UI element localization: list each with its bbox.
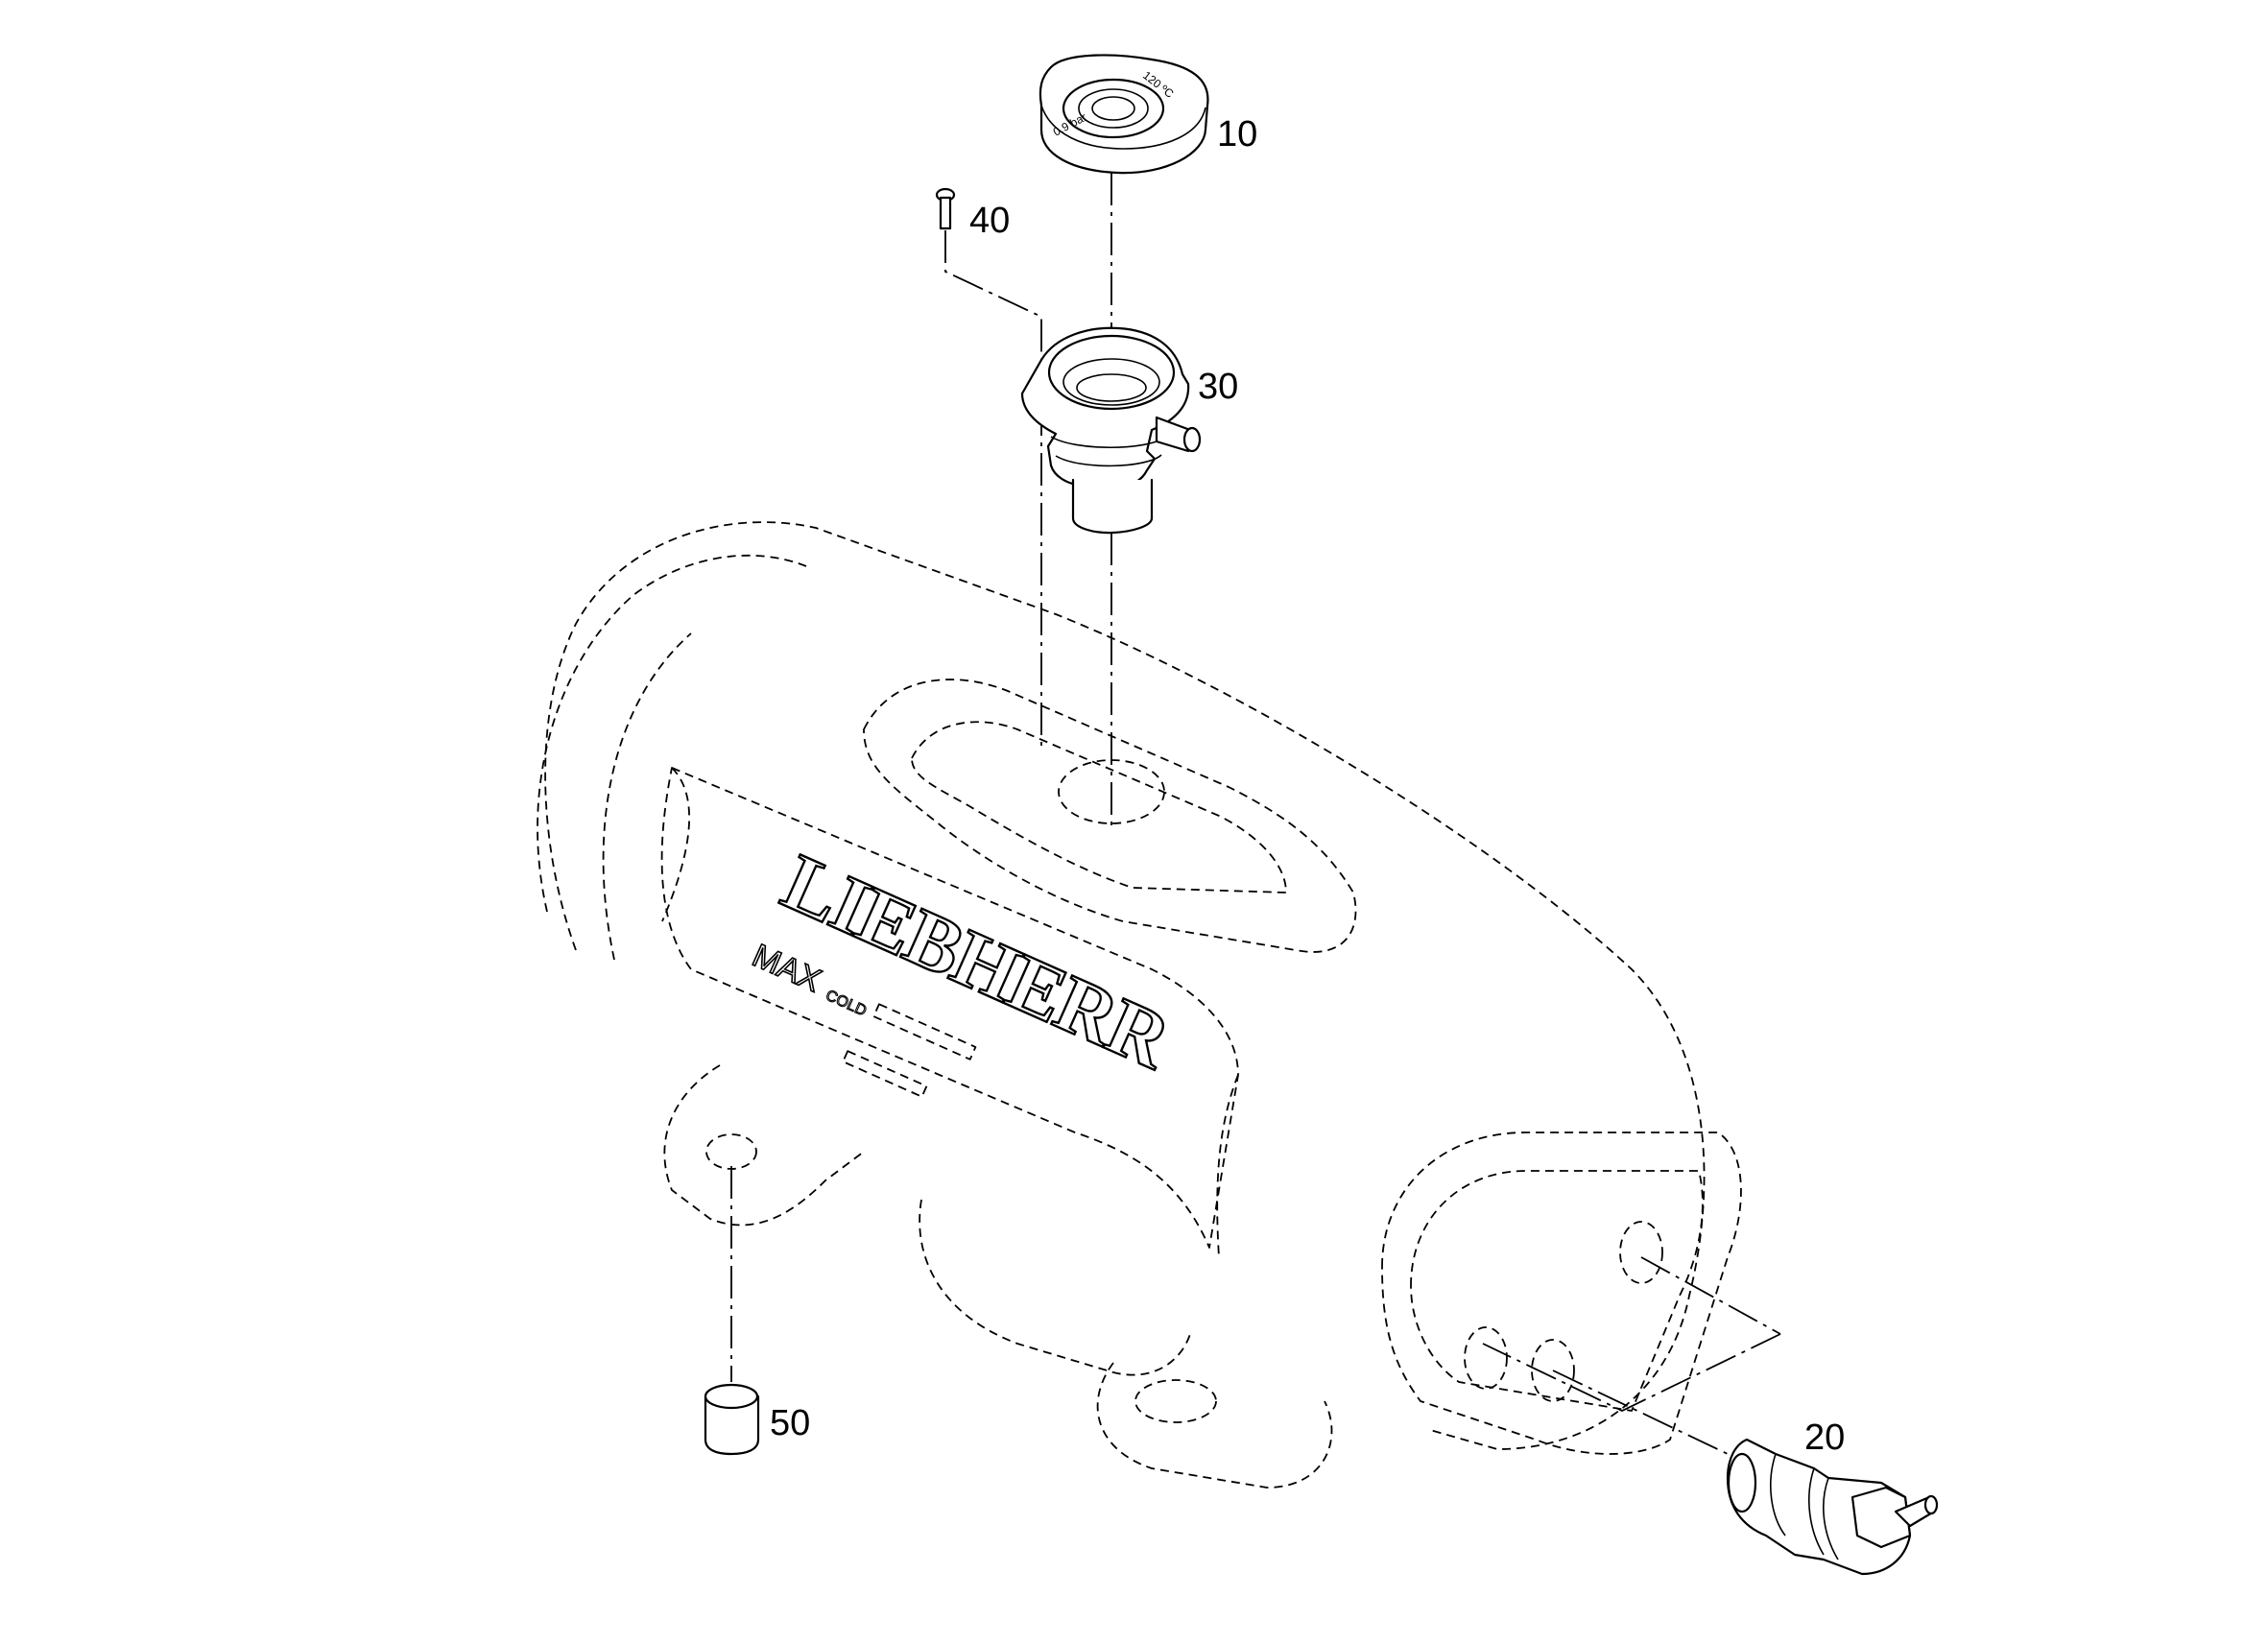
callout-30: 30 xyxy=(1198,367,1238,407)
coolant-expansion-tank xyxy=(537,521,1742,1489)
callout-20: 20 xyxy=(1804,1418,1845,1458)
callouts: 10 40 30 50 20 xyxy=(770,114,1845,1458)
part-50-plug xyxy=(704,1383,760,1456)
callout-10: 10 xyxy=(1217,114,1257,155)
part-10-pressure-cap: 0.9 bar 120 ºC xyxy=(1039,54,1209,175)
part-20-temperature-sensor xyxy=(1726,1438,1939,1576)
assembly-leader-lines xyxy=(730,173,1781,1455)
tank-brand-lettering: LIEBHERR MAX COLD xyxy=(746,836,1185,1098)
part-40-screw xyxy=(935,187,956,230)
part-30-filler-neck xyxy=(1020,326,1202,535)
callout-50: 50 xyxy=(770,1403,810,1443)
tank-brand-text: LIEBHERR xyxy=(770,837,1183,1086)
callout-40: 40 xyxy=(969,201,1010,241)
tank-model-text: MAX xyxy=(747,938,826,1000)
tank-model-subtext: COLD xyxy=(824,988,870,1020)
